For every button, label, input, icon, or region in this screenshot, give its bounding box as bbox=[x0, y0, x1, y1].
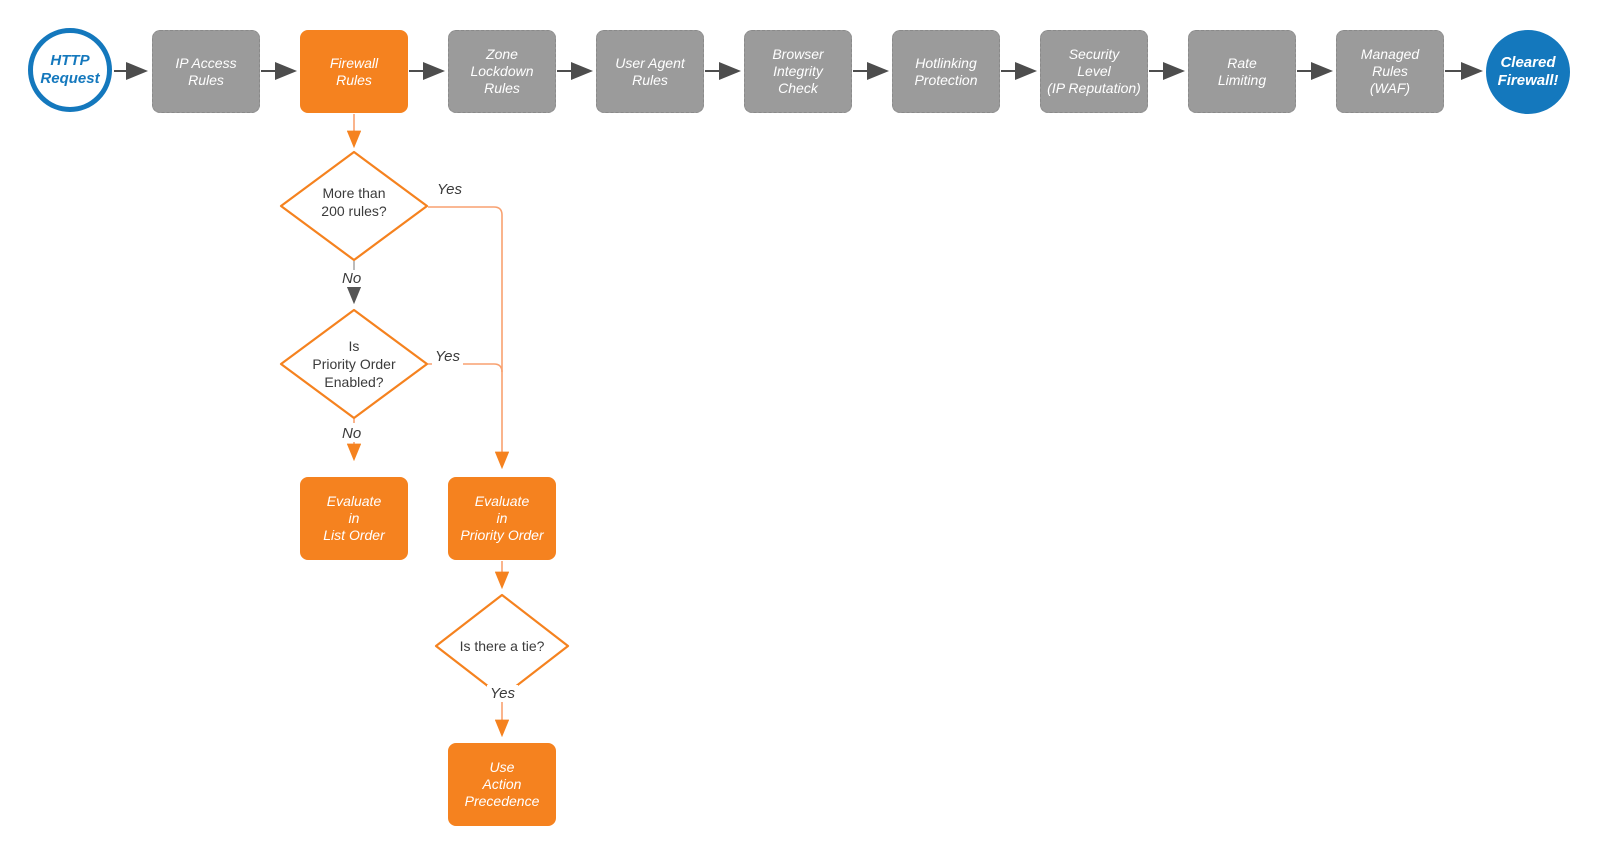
node-rate-limiting: Rate Limiting bbox=[1188, 30, 1296, 113]
node-evaluate-priority-order-label: Evaluate in Priority Order bbox=[460, 493, 544, 543]
edge-label-yes-priority-enabled: Yes bbox=[432, 348, 464, 365]
diamond-rules-count bbox=[279, 150, 429, 262]
node-security-level: Security Level (IP Reputation) bbox=[1040, 30, 1148, 113]
node-http-request-label: HTTP Request bbox=[40, 52, 100, 87]
node-evaluate-priority-order: Evaluate in Priority Order bbox=[448, 477, 556, 560]
node-zone-lockdown-rules-label: Zone Lockdown Rules bbox=[470, 46, 534, 96]
edge-label-yes-tie: Yes bbox=[487, 685, 519, 702]
decision-rules-count-label: More than 200 rules? bbox=[321, 185, 387, 219]
node-http-request: HTTP Request bbox=[28, 28, 112, 112]
edge-label-no-rules-count: No bbox=[339, 270, 365, 287]
node-browser-integrity-check: Browser Integrity Check bbox=[744, 30, 852, 113]
node-user-agent-rules: User Agent Rules bbox=[596, 30, 704, 113]
edge-label-no-priority-enabled: No bbox=[339, 425, 365, 442]
node-hotlinking-protection-label: Hotlinking Protection bbox=[914, 54, 978, 88]
node-ip-access-rules: IP Access Rules bbox=[152, 30, 260, 113]
node-hotlinking-protection: Hotlinking Protection bbox=[892, 30, 1000, 113]
node-managed-rules-waf: Managed Rules (WAF) bbox=[1336, 30, 1444, 113]
decision-tie-label: Is there a tie? bbox=[459, 638, 545, 654]
node-cleared-firewall-label: Cleared Firewall! bbox=[1497, 54, 1559, 89]
node-firewall-rules-label: Firewall Rules bbox=[329, 54, 379, 88]
node-use-action-precedence: Use Action Precedence bbox=[448, 743, 556, 826]
node-evaluate-list-order: Evaluate in List Order bbox=[300, 477, 408, 560]
node-zone-lockdown-rules: Zone Lockdown Rules bbox=[448, 30, 556, 113]
edge-decision2-yes-merge bbox=[428, 363, 503, 373]
node-browser-integrity-check-label: Browser Integrity Check bbox=[772, 46, 824, 96]
node-evaluate-list-order-label: Evaluate in List Order bbox=[323, 493, 385, 543]
node-managed-rules-waf-label: Managed Rules (WAF) bbox=[1360, 46, 1420, 96]
decision-diamonds bbox=[279, 150, 570, 699]
edge-label-yes-rules-count: Yes bbox=[434, 181, 466, 198]
node-use-action-precedence-label: Use Action Precedence bbox=[464, 759, 540, 809]
node-user-agent-rules-label: User Agent Rules bbox=[615, 54, 685, 88]
edge-decision1-yes-priority bbox=[428, 206, 510, 470]
node-firewall-rules: Firewall Rules bbox=[300, 30, 408, 113]
diamond-priority-enabled bbox=[279, 308, 429, 420]
node-ip-access-rules-label: IP Access Rules bbox=[175, 54, 237, 88]
node-security-level-label: Security Level (IP Reputation) bbox=[1047, 46, 1141, 96]
node-rate-limiting-label: Rate Limiting bbox=[1217, 54, 1267, 88]
decision-priority-enabled-label: Is Priority Order Enabled? bbox=[312, 338, 396, 390]
node-cleared-firewall: Cleared Firewall! bbox=[1486, 30, 1570, 114]
